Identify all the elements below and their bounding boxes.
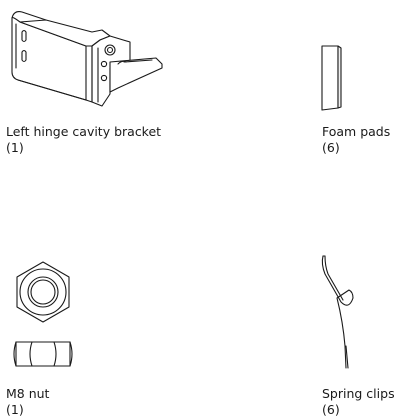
part-caption: Foam pads (6): [322, 124, 390, 156]
foam-pad-icon: [321, 45, 342, 111]
part-name: Left hinge cavity bracket: [6, 124, 162, 139]
hex-nut-icon: [13, 261, 73, 367]
part-name: M8 nut: [6, 386, 50, 401]
part-quantity: (6): [322, 402, 340, 417]
part-caption: M8 nut (1): [6, 386, 49, 418]
part-caption: Spring clips (6): [322, 386, 395, 418]
part-caption: Left hinge cavity bracket (1): [6, 124, 161, 156]
part-name: Spring clips: [322, 386, 395, 401]
part-quantity: (1): [6, 402, 24, 417]
hinge-bracket-icon: [11, 11, 163, 107]
part-name: Foam pads: [322, 124, 391, 139]
part-quantity: (1): [6, 140, 24, 155]
part-quantity: (6): [322, 140, 340, 155]
spring-clip-icon: [321, 255, 354, 369]
